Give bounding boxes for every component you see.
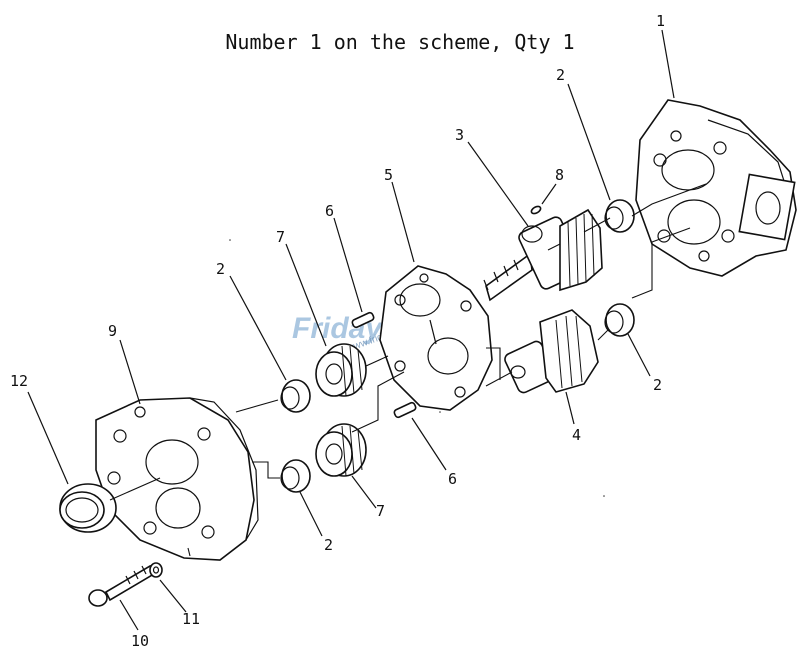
callout-2-lower-right: 2 (653, 376, 662, 394)
part-7-ring-upper (315, 343, 367, 397)
part-7-ring-lower (315, 423, 367, 477)
callout-10: 10 (131, 632, 149, 650)
callout-12: 12 (10, 372, 28, 390)
scan-specks (229, 239, 605, 497)
part-9-end-cover (95, 397, 259, 561)
callout-8: 8 (555, 166, 564, 184)
callout-11: 11 (182, 610, 200, 628)
callout-9: 9 (108, 322, 117, 340)
part-11-washer (149, 562, 163, 578)
part-5-wear-plate (379, 265, 493, 411)
part-6-dowel-pin-upper (351, 311, 375, 329)
callout-6-lower: 6 (448, 470, 457, 488)
part-8-key (530, 205, 542, 215)
part-3-drive-gear-shaft (483, 208, 603, 302)
part-2-bushing-upper-right (604, 199, 635, 233)
part-12-oil-seal (59, 483, 117, 533)
assembly-axis-lines (109, 183, 707, 557)
callout-5: 5 (384, 166, 393, 184)
callout-2-lower-left: 2 (324, 536, 333, 554)
callout-labels: 1 2 3 8 5 6 7 2 9 12 2 4 6 7 2 11 10 (10, 12, 665, 650)
diagram-title: Number 1 on the scheme, Qty 1 (225, 30, 575, 54)
leader-lines (27, 29, 675, 631)
part-10-bolt (88, 564, 156, 607)
part-1-pump-body (635, 99, 797, 277)
callout-1: 1 (656, 12, 665, 30)
callout-7-upper: 7 (276, 228, 285, 246)
part-2-bushing-lower-left (280, 459, 311, 493)
callout-2-upper-right: 2 (556, 66, 565, 84)
callout-7-lower: 7 (376, 502, 385, 520)
callout-3: 3 (455, 126, 464, 144)
part-4-driven-gear (504, 309, 599, 394)
part-6-dowel-pin-lower (393, 401, 417, 419)
callout-2-upper-left: 2 (216, 260, 225, 278)
part-2-bushing-lower-right (604, 303, 635, 337)
callout-4: 4 (572, 426, 581, 444)
callout-6-upper: 6 (325, 202, 334, 220)
part-2-bushing-upper-left (280, 379, 311, 413)
